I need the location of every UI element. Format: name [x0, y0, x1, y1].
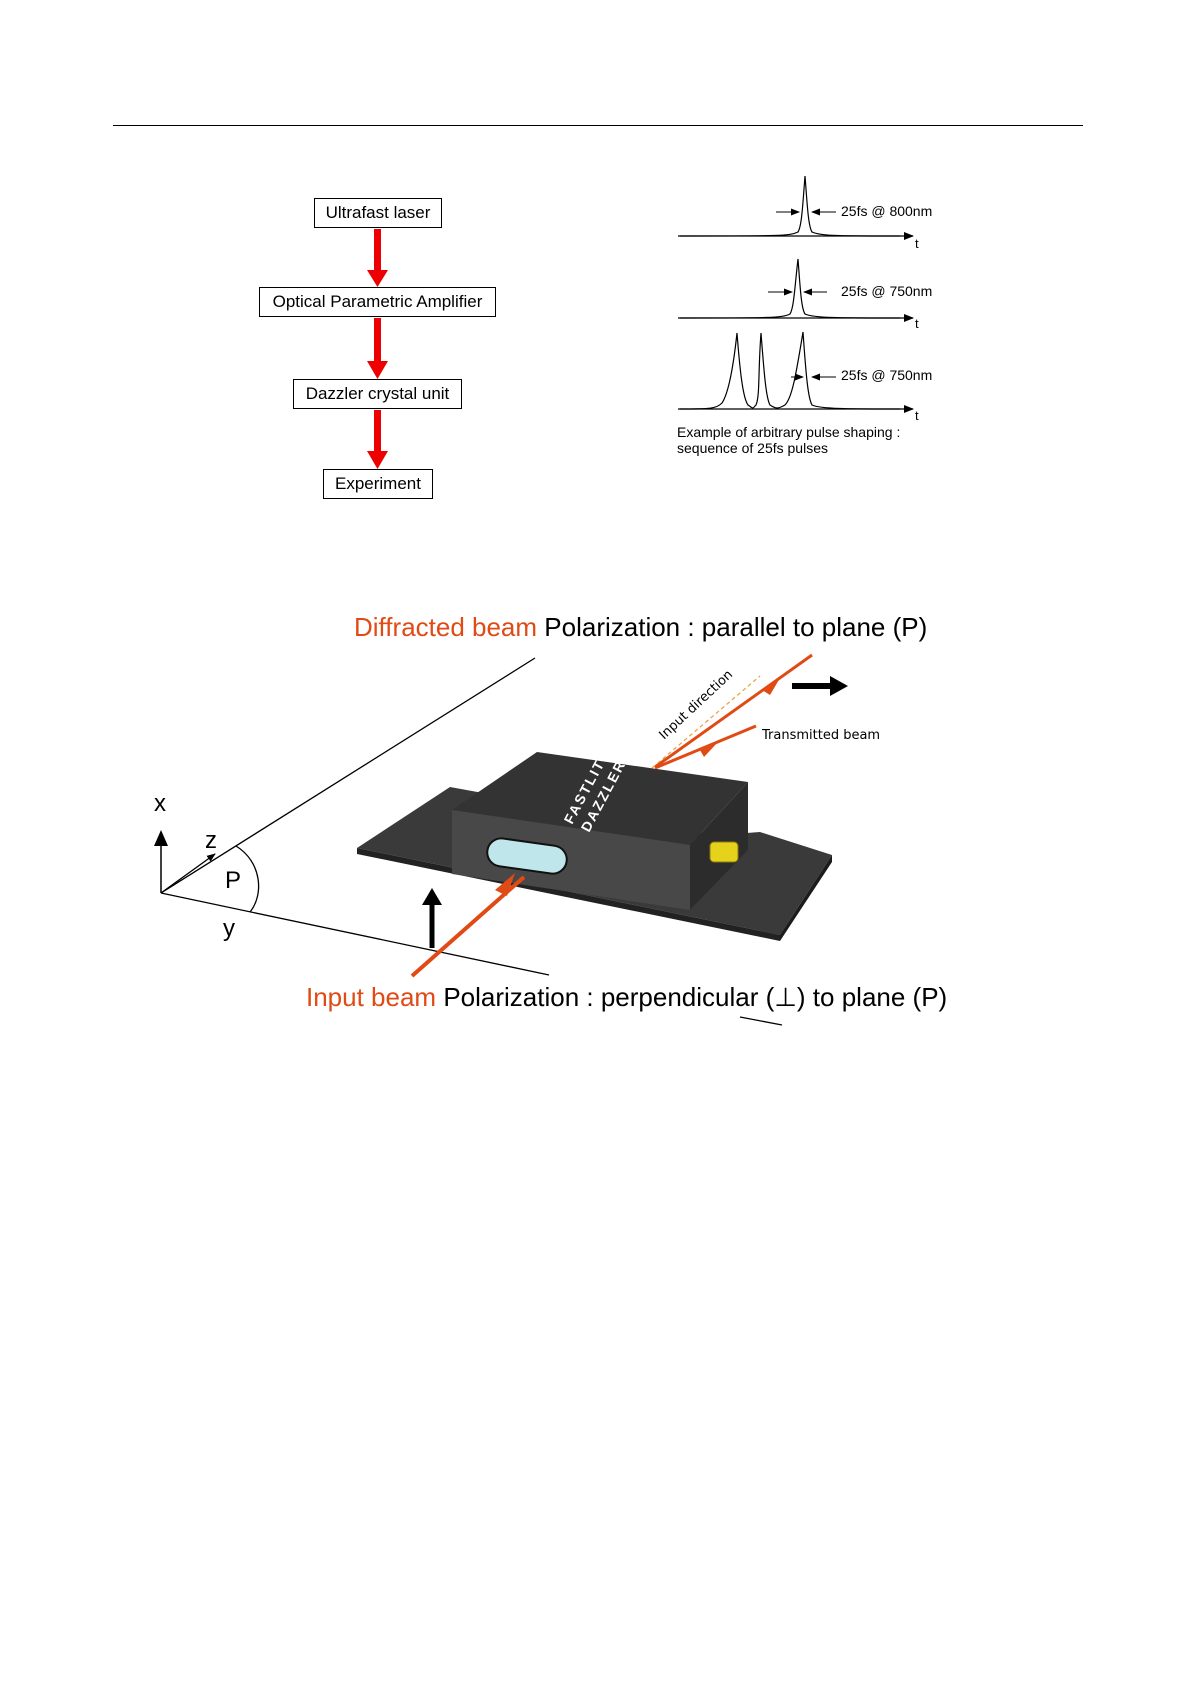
- input-direction-label: Input direction: [656, 667, 736, 743]
- pulse-plot-1: [678, 175, 914, 240]
- pulse-plot-2: [678, 258, 914, 322]
- diffracted-beam-accent: Diffracted beam: [354, 612, 538, 642]
- input-beam-polarization: Polarization : perpendicular (⊥) to plan…: [436, 982, 948, 1012]
- rf-connector: [709, 841, 739, 863]
- diffracted-beam-headline: Diffracted beam Polarization : parallel …: [354, 612, 927, 643]
- flow-step-ultrafast-laser: Ultrafast laser: [314, 198, 442, 228]
- flow-arrow-3: [367, 410, 388, 469]
- header-rule: [113, 125, 1083, 126]
- flow-arrows: [367, 229, 388, 469]
- input-beam-accent: Input beam: [306, 982, 437, 1012]
- pulse-axis-t-1: t: [915, 236, 919, 251]
- diffracted-beam-polarization: Polarization : parallel to plane (P): [537, 612, 928, 642]
- pulse-axis-t-3: t: [915, 408, 919, 423]
- flow-arrow-1: [367, 229, 388, 287]
- flow-step-dazzler-crystal: Dazzler crystal unit: [293, 379, 462, 409]
- pulse-label-3: 25fs @ 750nm: [841, 367, 933, 383]
- crystal-window: [486, 837, 568, 875]
- pulse-label-2: 25fs @ 750nm: [841, 283, 933, 299]
- flow-step-opa: Optical Parametric Amplifier: [259, 287, 496, 317]
- axis-label-z: z: [205, 827, 217, 854]
- axis-label-y: y: [223, 915, 235, 942]
- plane-label-p: P: [225, 867, 242, 894]
- pulse-caption-line1: Example of arbitrary pulse shaping :: [677, 424, 901, 440]
- pulse-caption: Example of arbitrary pulse shaping : seq…: [677, 424, 937, 456]
- transmitted-beam-label: Transmitted beam: [761, 728, 880, 743]
- beams: [410, 653, 848, 978]
- axis-label-x: x: [154, 790, 166, 817]
- flow-step-experiment: Experiment: [323, 469, 433, 499]
- dazzler-device: [357, 752, 832, 941]
- input-beam-headline: Input beam Polarization : perpendicular …: [306, 982, 947, 1013]
- pulse-caption-line2: sequence of 25fs pulses: [677, 440, 828, 456]
- pulse-plot-3: [678, 331, 914, 413]
- coordinate-axes: [154, 657, 783, 1026]
- flow-arrow-2: [367, 318, 388, 379]
- pulse-axis-t-2: t: [915, 316, 919, 331]
- pulse-label-1: 25fs @ 800nm: [841, 203, 933, 219]
